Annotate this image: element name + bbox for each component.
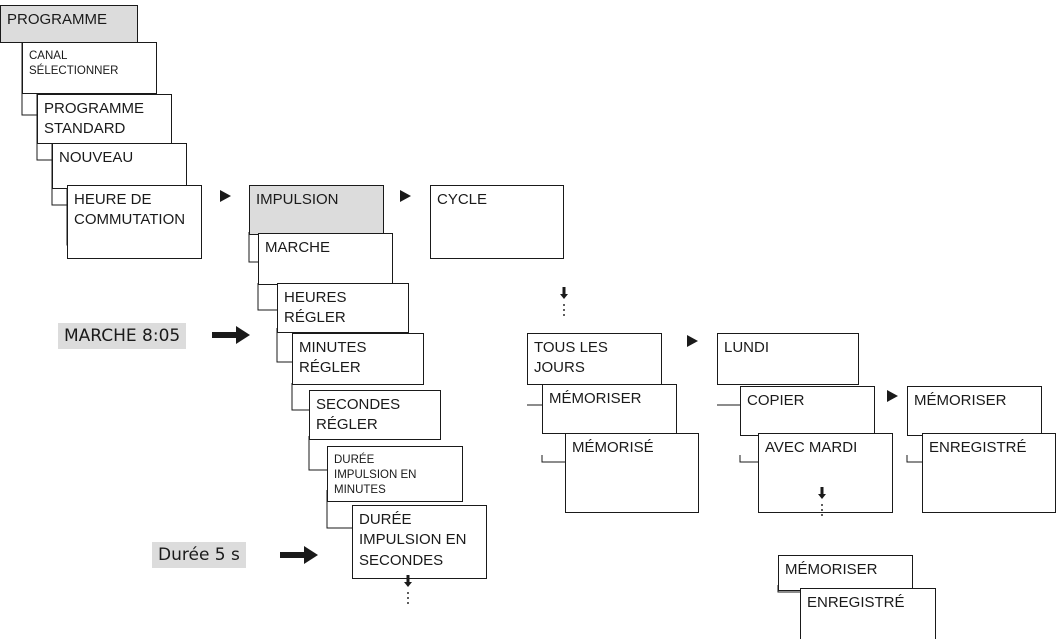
box-standard-text: PROGRAMME STANDARD	[44, 100, 145, 138]
big-arrow-1	[212, 326, 250, 344]
box-enregistre-2: ENREGISTRÉ	[800, 588, 936, 639]
box-impulsion-text: IMPULSION	[256, 191, 339, 208]
connector-line	[739, 455, 758, 463]
box-cycle: CYCLE	[430, 185, 564, 259]
connector-line	[276, 328, 292, 363]
box-copier: COPIER	[740, 386, 875, 436]
connector-line	[308, 436, 327, 471]
connector-line	[541, 455, 565, 463]
box-tous-text: TOUS LES JOURS	[534, 339, 608, 377]
box-secondes-text: SECONDES RÉGLER	[316, 396, 401, 434]
box-programme-text: PROGRAMME	[7, 11, 108, 28]
box-marche-text: MARCHE	[265, 239, 331, 256]
box-cycle-text: CYCLE	[437, 191, 488, 208]
box-lundi: LUNDI	[717, 333, 859, 385]
box-tous-les-jours: TOUS LES JOURS	[527, 333, 662, 385]
box-enregistre-1-text: ENREGISTRÉ	[929, 439, 1027, 456]
arrow-right-3	[687, 335, 698, 347]
box-programme-standard: PROGRAMME STANDARD	[37, 94, 172, 144]
box-enregistre-1: ENREGISTRÉ	[922, 433, 1056, 513]
box-impulsion: IMPULSION	[249, 185, 384, 235]
box-memorise-text: MÉMORISÉ	[572, 439, 654, 456]
box-memoriser-3: MÉMORISER	[778, 555, 913, 591]
box-duree-minutes: DURÉE IMPULSION EN MINUTES	[327, 446, 463, 502]
arrow-right-1	[220, 190, 231, 202]
box-memoriser-2-text: MÉMORISER	[914, 392, 1007, 409]
box-minutes-text: MINUTES RÉGLER	[299, 339, 367, 377]
box-heure-commutation: HEURE DE COMMUTATION	[67, 185, 202, 259]
connector-line	[257, 283, 277, 311]
connector-line	[906, 455, 922, 463]
down-arrow-1	[404, 575, 412, 604]
connector-line	[291, 383, 309, 411]
box-canal-selectionner: CANAL SÉLECTIONNER	[22, 42, 157, 94]
big-arrow-2	[280, 546, 318, 564]
box-nouveau: NOUVEAU	[52, 143, 187, 189]
arrow-right-2	[400, 190, 411, 202]
box-heures-text: HEURES RÉGLER	[284, 289, 347, 327]
label-duree: Durée 5 s	[152, 542, 246, 568]
box-memorise: MÉMORISÉ	[565, 433, 699, 513]
box-memoriser-2: MÉMORISER	[907, 386, 1042, 436]
box-avec-mardi: AVEC MARDI	[758, 433, 893, 513]
box-lundi-text: LUNDI	[724, 339, 770, 356]
box-programme: PROGRAMME	[0, 5, 138, 43]
label-marche-time: MARCHE 8:05	[58, 323, 187, 349]
box-nouveau-text: NOUVEAU	[59, 149, 134, 166]
box-enregistre-2-text: ENREGISTRÉ	[807, 594, 905, 611]
box-heures-regler: HEURES RÉGLER	[277, 283, 409, 333]
box-secondes-regler: SECONDES RÉGLER	[309, 390, 441, 440]
box-marche: MARCHE	[258, 233, 393, 285]
arrow-right-4	[887, 390, 898, 402]
connector-line	[326, 490, 352, 529]
box-canal-text: CANAL SÉLECTIONNER	[29, 50, 119, 77]
box-minutes-regler: MINUTES RÉGLER	[292, 333, 424, 385]
box-duree-secondes: DURÉE IMPULSION EN SECONDES	[352, 505, 487, 579]
box-copier-text: COPIER	[747, 392, 805, 409]
box-memoriser-3-text: MÉMORISER	[785, 561, 878, 578]
box-duree-min-text: DURÉE IMPULSION EN MINUTES	[334, 454, 417, 496]
box-duree-sec-text: DURÉE IMPULSION EN SECONDES	[359, 511, 467, 569]
down-arrow-2	[560, 287, 568, 316]
box-memoriser-1: MÉMORISER	[542, 384, 677, 434]
down-arrow-3	[818, 487, 826, 516]
box-avec-mardi-text: AVEC MARDI	[765, 439, 858, 456]
connector-line	[248, 232, 258, 263]
box-memoriser-1-text: MÉMORISER	[549, 390, 642, 407]
box-heure-text: HEURE DE COMMUTATION	[74, 191, 186, 229]
